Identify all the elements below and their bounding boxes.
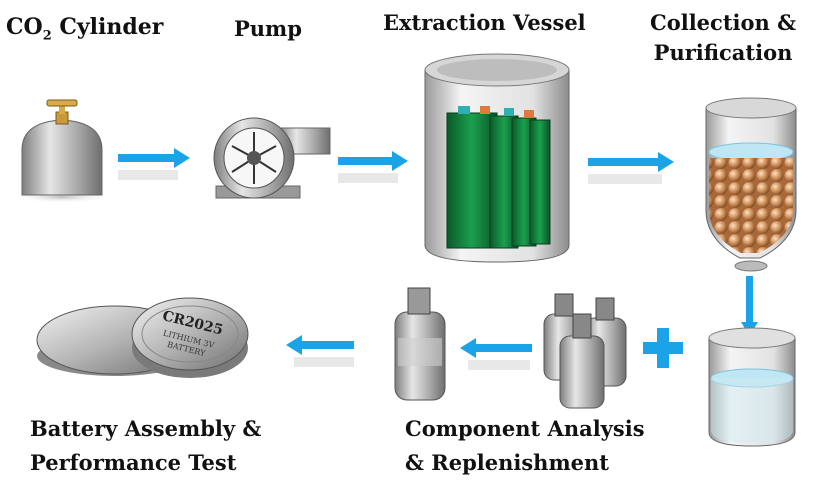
battery-label-line2: Performance Test [30,450,237,475]
collection-label: Collection & Purification [650,8,796,68]
pump-icon [213,117,331,199]
collection-label-line1: Collection & [650,10,797,35]
reagent-bottles-icon [543,293,627,409]
battery-label: Battery Assembly & Performance Test [30,412,261,480]
bottle-icon [394,287,446,401]
flow-arrow-1 [118,148,190,180]
co2-label-sub: 2 [42,28,52,44]
extraction-vessel-icon [424,53,570,263]
co2-label-rest: Cylinder [51,14,164,40]
coin-cell-icon: CR2025 LITHIUM 3V BATTERY [36,297,249,378]
analysis-label-line2: & Replenishment [405,450,609,475]
flow-arrow-left-2 [286,335,354,367]
analysis-label-line1: Component Analysis [405,416,645,441]
flow-arrow-left-1 [460,338,532,370]
battery-label-line1: Battery Assembly & [30,416,262,441]
purification-column-icon [705,97,797,272]
co2-cylinder-icon [14,99,110,203]
flow-arrow-3 [588,152,674,184]
co2-cylinder-label: CO2 Cylinder [6,14,163,43]
extraction-vessel-label: Extraction Vessel [383,10,586,35]
pump-label: Pump [234,16,302,41]
plus-icon [643,328,683,368]
collection-label-line2: Purification [653,40,793,65]
co2-label-main: CO [6,14,43,40]
flow-arrow-2 [338,151,408,183]
flow-arrow-down [741,276,758,336]
analysis-label: Component Analysis & Replenishment [405,412,645,480]
collection-beaker-icon [708,327,796,447]
